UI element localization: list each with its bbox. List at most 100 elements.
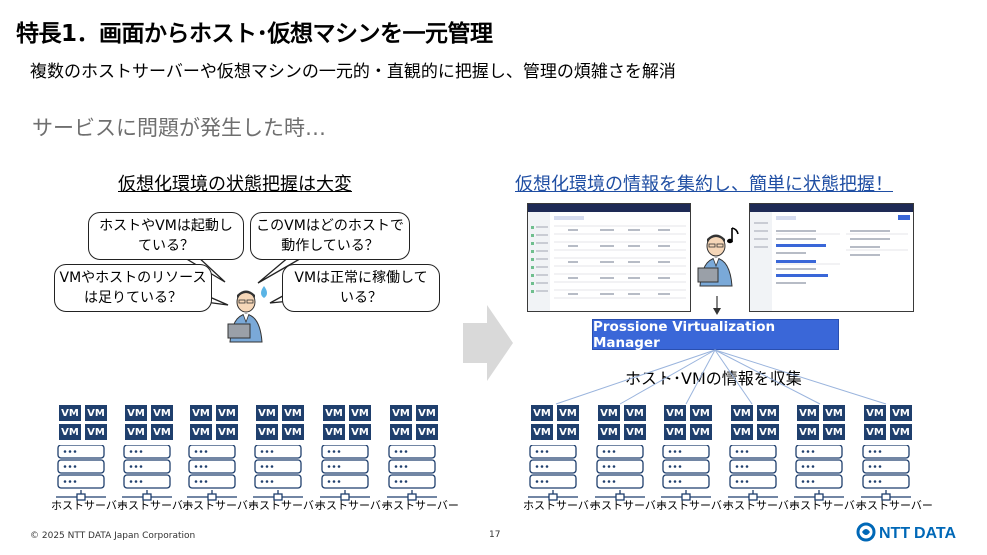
bubble-line: VMやホストのリソース	[59, 270, 207, 286]
server-label: ホストサーバー	[723, 499, 800, 512]
worried-person-icon	[227, 286, 267, 343]
right-heading: 仮想化環境の情報を集約し、簡単に状態把握！	[515, 174, 893, 195]
vm-icon: VM	[864, 424, 886, 440]
vm-icon: VM	[797, 424, 819, 440]
speech-bubble: ホストやVMは起動している？	[88, 212, 244, 260]
copyright-text: © 2025 NTT DATA Japan Corporation	[30, 531, 196, 541]
vm-icon: VM	[757, 424, 779, 440]
slide-subtitle: 複数のホストサーバーや仮想マシンの一元的・直観的に把握し、管理の煩雑さを解消	[30, 62, 676, 82]
server-icon	[187, 445, 237, 501]
vm-icon: VM	[349, 405, 371, 421]
server-icon	[122, 445, 172, 501]
vm-icon: VM	[598, 424, 620, 440]
vm-icon: VM	[731, 424, 753, 440]
vm-icon: VM	[216, 405, 238, 421]
vm-icon: VM	[85, 424, 107, 440]
vm-icon: VM	[216, 424, 238, 440]
server-icon	[661, 445, 711, 501]
server-label: ホストサーバー	[182, 499, 259, 512]
server-icon	[595, 445, 645, 501]
vm-icon: VM	[190, 424, 212, 440]
server-icon	[528, 445, 578, 501]
vm-icon: VM	[624, 424, 646, 440]
server-label: ホストサーバー	[248, 499, 325, 512]
vm-icon: VM	[282, 424, 304, 440]
server-label: ホストサーバー	[117, 499, 194, 512]
server-icon	[56, 445, 106, 501]
vm-icon: VM	[557, 405, 579, 421]
server-icon	[320, 445, 370, 501]
vm-icon: VM	[531, 424, 553, 440]
server-label: ホストサーバー	[51, 499, 128, 512]
manager-screenshot-list	[527, 203, 691, 312]
vm-icon: VM	[757, 405, 779, 421]
vm-icon: VM	[390, 405, 412, 421]
speech-bubble: このVMはどのホストで動作している？	[250, 212, 410, 260]
vm-icon: VM	[390, 424, 412, 440]
vm-icon: VM	[598, 405, 620, 421]
slide-title: 特長1．画面からホスト･仮想マシンを一元管理	[16, 21, 493, 47]
vm-icon: VM	[323, 424, 345, 440]
server-label: ホストサーバー	[789, 499, 866, 512]
vm-icon: VM	[85, 405, 107, 421]
server-icon	[253, 445, 303, 501]
vm-icon: VM	[664, 424, 686, 440]
svg-text:NTT: NTT	[879, 525, 910, 542]
server-label: ホストサーバー	[590, 499, 667, 512]
vm-icon: VM	[323, 405, 345, 421]
vm-icon: VM	[125, 424, 147, 440]
vm-icon: VM	[59, 405, 81, 421]
vm-icon: VM	[690, 424, 712, 440]
bubble-line: このVMはどのホストで	[256, 218, 404, 234]
vm-icon: VM	[416, 405, 438, 421]
vm-icon: VM	[664, 405, 686, 421]
vm-icon: VM	[256, 405, 278, 421]
down-arrow-icon	[713, 296, 721, 315]
server-label: ホストサーバー	[856, 499, 933, 512]
vm-icon: VM	[190, 405, 212, 421]
server-label: ホストサーバー	[382, 499, 459, 512]
vm-icon: VM	[151, 405, 173, 421]
vm-icon: VM	[282, 405, 304, 421]
manager-screenshot-detail	[749, 203, 914, 312]
server-label: ホストサーバー	[656, 499, 733, 512]
collect-label: ホスト･VMの情報を収集	[625, 369, 802, 388]
bubble-line: ホストやVMは起動し	[99, 218, 233, 234]
vm-icon: VM	[256, 424, 278, 440]
transition-arrow-icon	[463, 305, 513, 381]
vm-icon: VM	[864, 405, 886, 421]
pvm-product-box: Prossione Virtualization Manager	[592, 319, 839, 351]
vm-icon: VM	[890, 405, 912, 421]
page-number: 17	[489, 530, 501, 540]
server-icon	[794, 445, 844, 501]
bubble-line: 動作している？	[281, 238, 379, 254]
server-label: ホストサーバー	[315, 499, 392, 512]
vm-icon: VM	[59, 424, 81, 440]
svg-text:DATA: DATA	[914, 525, 957, 542]
vm-icon: VM	[823, 405, 845, 421]
left-heading: 仮想化環境の状態把握は大変	[118, 174, 352, 195]
vm-icon: VM	[690, 405, 712, 421]
vm-icon: VM	[731, 405, 753, 421]
vm-icon: VM	[823, 424, 845, 440]
vm-icon: VM	[416, 424, 438, 440]
server-icon	[861, 445, 911, 501]
bubble-line: いる？	[340, 290, 382, 306]
vm-icon: VM	[151, 424, 173, 440]
vm-icon: VM	[797, 405, 819, 421]
vm-icon: VM	[349, 424, 371, 440]
bubble-line: ている？	[138, 238, 194, 254]
server-label: ホストサーバー	[523, 499, 600, 512]
ntt-data-logo: NTT DATA	[856, 522, 957, 542]
server-icon	[387, 445, 437, 501]
speech-bubble: VMやホストのリソースは足りている？	[54, 264, 212, 312]
vm-icon: VM	[890, 424, 912, 440]
bubble-line: VMは正常に稼働して	[294, 270, 428, 286]
vm-icon: VM	[125, 405, 147, 421]
speech-bubble: VMは正常に稼働している？	[282, 264, 440, 312]
vm-icon: VM	[624, 405, 646, 421]
relaxed-person-icon	[697, 227, 739, 287]
vm-icon: VM	[531, 405, 553, 421]
vm-icon: VM	[557, 424, 579, 440]
